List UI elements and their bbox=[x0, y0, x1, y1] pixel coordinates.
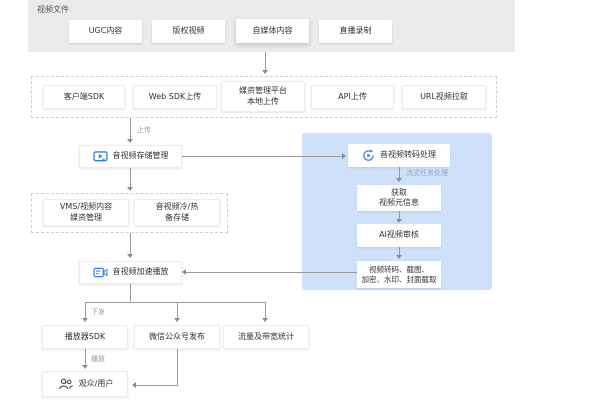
node-av-storage-management: 音视频存储管理 bbox=[79, 145, 182, 168]
node-wemedia-content: 自媒体内容 bbox=[236, 19, 309, 43]
arrowhead-down bbox=[82, 365, 88, 369]
connector bbox=[399, 211, 400, 221]
node-url-video-pull: URL视频拉取 bbox=[402, 85, 486, 109]
node-audience-users: 观众/用户 bbox=[42, 371, 128, 397]
arrowhead-down bbox=[174, 318, 180, 322]
video-screen-play-icon bbox=[92, 150, 108, 163]
connector bbox=[130, 233, 131, 256]
arrowhead-left bbox=[182, 269, 186, 275]
arrowhead-down bbox=[82, 318, 88, 322]
connector bbox=[136, 385, 178, 386]
node-live-recording: 直播录制 bbox=[319, 20, 392, 43]
node-player-sdk: 播放器SDK bbox=[42, 325, 128, 349]
connector bbox=[186, 272, 357, 273]
connector bbox=[177, 302, 178, 320]
connector bbox=[85, 349, 86, 367]
arrowhead-down bbox=[396, 219, 402, 223]
node-traffic-bandwidth-stats: 流量及带宽统计 bbox=[223, 325, 309, 349]
arrowhead-down bbox=[396, 178, 402, 182]
connector bbox=[130, 118, 131, 141]
node-vms-media-asset-management: VMS/视频内容 媒资管理 bbox=[43, 199, 129, 226]
arrowhead-down bbox=[127, 254, 133, 258]
edge-label-dispatch: 下发 bbox=[91, 308, 105, 316]
connector bbox=[399, 167, 400, 180]
edge-label-upload: 上传 bbox=[137, 126, 151, 134]
connector bbox=[85, 302, 265, 303]
connector bbox=[130, 284, 131, 302]
node-copyright-video: 版权视频 bbox=[152, 20, 225, 43]
arrowhead-down bbox=[127, 139, 133, 143]
node-label: 音视频转码处理 bbox=[380, 150, 436, 160]
node-wechat-official-publish: 微信公众号发布 bbox=[134, 325, 220, 349]
connector bbox=[182, 156, 342, 157]
connector bbox=[85, 302, 86, 320]
connector bbox=[130, 168, 131, 189]
node-client-sdk: 客户端SDK bbox=[43, 85, 125, 109]
connector bbox=[265, 52, 266, 70]
node-media-platform-local-upload: 媒资管理平台 本地上传 bbox=[221, 81, 305, 112]
circular-transcode-play-icon bbox=[362, 149, 375, 162]
node-label: 观众/用户 bbox=[78, 378, 114, 388]
node-av-transcode-processing: 音视频转码处理 bbox=[348, 144, 450, 167]
node-label: 音视频存储管理 bbox=[112, 151, 169, 161]
arrowhead-left bbox=[132, 382, 136, 388]
node-ugc-content: UGC内容 bbox=[69, 20, 142, 43]
node-get-video-metadata: 获取 视频元信息 bbox=[357, 185, 441, 211]
arrowhead-down bbox=[262, 318, 268, 322]
connector bbox=[265, 302, 266, 320]
edge-label-task: 流式任务处理 bbox=[406, 169, 448, 177]
users-icon bbox=[57, 378, 74, 390]
arrowhead-down bbox=[396, 255, 402, 259]
node-ai-video-review: AI视频审核 bbox=[357, 224, 441, 247]
arrowhead-down bbox=[127, 187, 133, 191]
node-transcode-snapshot-encrypt-watermark: 视频转码、截图、 加密、水印、封面截取 bbox=[357, 261, 441, 288]
node-web-sdk-upload: Web SDK上传 bbox=[133, 85, 217, 109]
node-av-accelerated-playback: 音视频加速播放 bbox=[79, 261, 182, 284]
video-files-title: 视频文件 bbox=[37, 5, 69, 14]
node-api-upload: API上传 bbox=[311, 85, 394, 109]
video-camera-icon bbox=[92, 267, 108, 278]
node-label: 音视频加速播放 bbox=[112, 267, 169, 277]
arrowhead-down bbox=[262, 70, 268, 74]
edge-label-play: 播放 bbox=[91, 355, 105, 363]
connector bbox=[399, 247, 400, 257]
node-cold-hot-backup-storage: 音视频冷/热 备存储 bbox=[134, 199, 220, 226]
connector bbox=[177, 349, 178, 386]
arrowhead-right bbox=[342, 153, 346, 159]
